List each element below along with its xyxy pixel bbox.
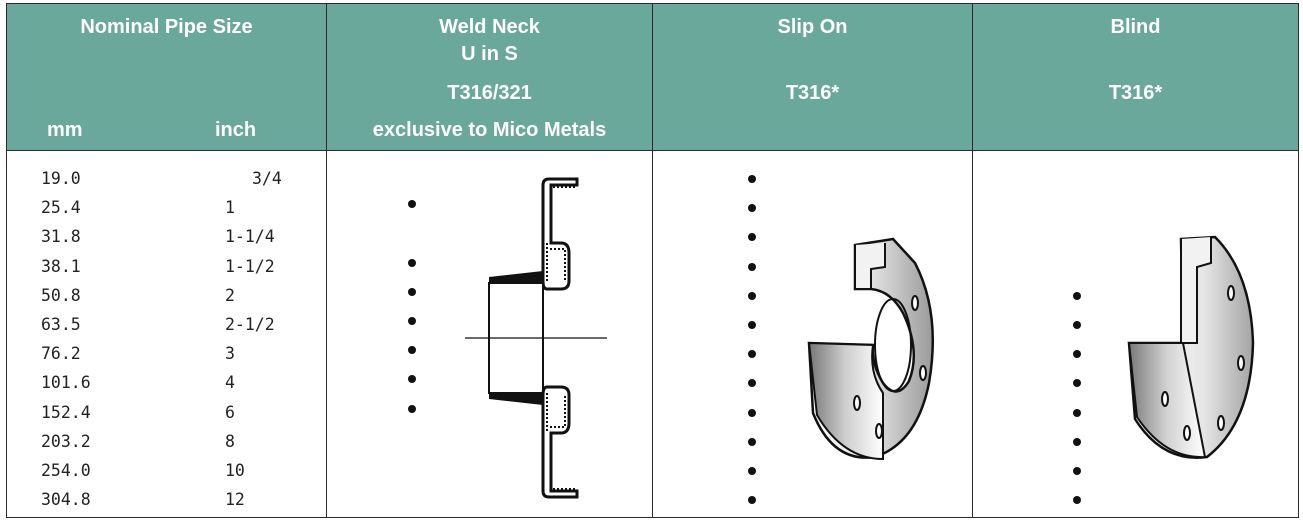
blind-availability-dot [1073,350,1081,359]
weld-availability-dot [408,317,416,325]
header-mm: mm [47,119,83,141]
size-mm-cell: 19.0 [41,169,81,188]
size-inch-cell: 10 [225,461,245,480]
weld-availability-dot [408,346,416,355]
slip-availability-dot [748,175,756,183]
weld-availability-dot [408,200,416,209]
size-mm-cell: 304.8 [41,490,91,510]
size-inch-cell: 4 [225,373,235,393]
blind-availability-dot [1073,496,1081,505]
slip-availability-dot [748,262,756,271]
slip-on-column [653,151,973,517]
header-weld-neck: Weld Neck U in S T316/321 exclusive to M… [327,4,653,151]
header-weld-line-2: U in S [461,43,518,65]
header-blind-line-1: Blind [1110,16,1161,38]
weld-availability-dot [408,287,416,296]
blind-column [973,151,1298,517]
size-inch-cell: 2-1/2 [225,315,275,334]
slip-availability-dot [748,437,756,446]
blind-availability-dot [1073,467,1081,475]
size-inch-cell: 1-1/2 [225,256,275,276]
blind-availability-dot [1073,321,1081,329]
header-weld-line-3: T316/321 [447,82,532,104]
size-mm-cell: 254.0 [41,461,91,480]
slip-availability-dot [748,408,756,417]
weld-neck-flange-cross-section-icon [465,177,607,499]
size-mm-cell: 76.2 [41,344,81,364]
size-mm-cell: 101.6 [41,373,91,393]
blind-flange-cutaway-icon [1127,235,1255,459]
size-inch-cell: 2 [225,285,235,305]
header-slip-line-2: T316* [785,82,840,104]
header-blind: Blind T316* [973,4,1298,151]
header-nominal-pipe-size: Nominal Pipe Size mm inch [7,4,327,151]
slip-availability-dot [748,467,756,475]
size-mm-cell: 63.5 [41,315,81,334]
blind-availability-dot [1073,291,1081,300]
slip-availability-dot [748,233,756,242]
size-mm-cell: 31.8 [41,227,81,247]
size-mm-cell: 50.8 [41,285,81,305]
blind-availability-dot [1073,379,1081,388]
size-inch-cell: 1-1/4 [225,227,275,247]
slip-availability-dot [748,379,756,388]
header-size-title: Nominal Pipe Size [80,16,253,38]
weld-availability-dot [408,404,416,413]
slip-availability-dot [748,291,756,300]
size-mm-cell: 38.1 [41,256,81,276]
size-inch-cell: 3/4 [252,169,282,188]
slip-availability-dot [748,350,756,359]
header-blind-line-2: T316* [1108,82,1163,104]
size-mm-cell: 152.4 [41,402,91,422]
size-inch-cell: 8 [225,431,235,451]
size-mm-cell: 25.4 [41,198,81,218]
pipe-size-table: Nominal Pipe Size mm inch Weld Neck U in… [6,3,1299,518]
size-mm-cell: 203.2 [41,431,91,451]
header-weld-line-1: Weld Neck [439,16,540,38]
header-weld-line-4: exclusive to Mico Metals [372,119,607,141]
weld-availability-dot [408,375,416,384]
slip-availability-dot [748,496,756,505]
slip-availability-dot [748,204,756,213]
header-slip-on: Slip On T316* [653,4,973,151]
size-inch-cell: 1 [225,198,235,218]
weld-neck-column [327,151,653,517]
size-column: 19.0 3/4 25.4 1 31.8 1-1/4 38.1 1-1/2 50.8 2 63.5 2… [7,151,327,517]
header-inch: inch [215,119,257,141]
size-inch-cell: 3 [225,344,235,364]
slip-availability-dot [748,321,756,329]
weld-availability-dot [408,258,416,267]
size-inch-cell: 12 [225,490,245,510]
blind-availability-dot [1073,437,1081,446]
slip-on-flange-cutaway-icon [807,237,935,461]
blind-availability-dot [1073,408,1081,417]
size-inch-cell: 6 [225,402,235,422]
header-slip-line-1: Slip On [777,16,848,38]
